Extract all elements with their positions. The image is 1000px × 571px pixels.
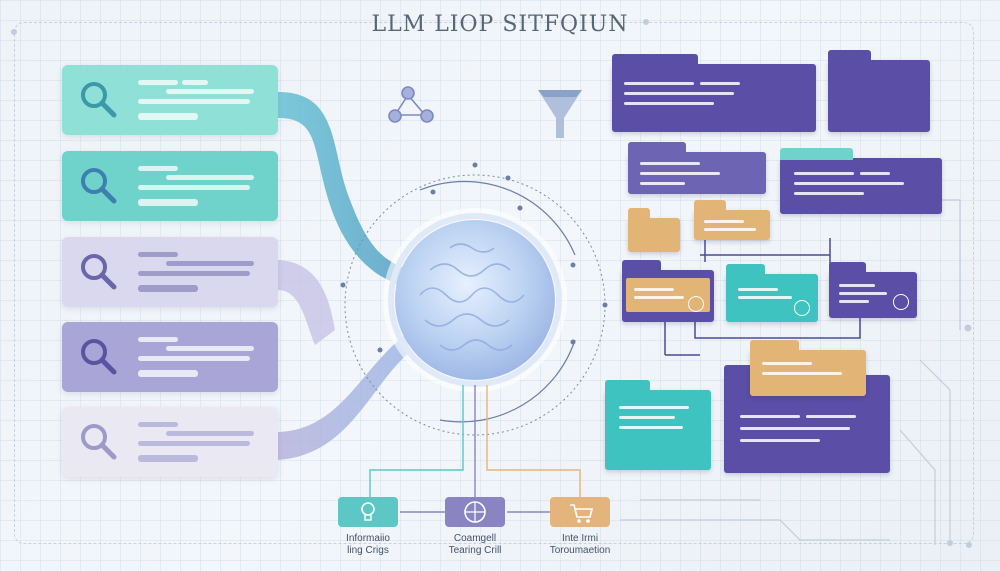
folder-icon <box>612 54 816 132</box>
circuit-traces <box>620 199 961 545</box>
search-icon <box>81 82 117 118</box>
folder-icon <box>622 260 714 322</box>
clock-icon <box>794 300 810 316</box>
search-icon <box>81 424 117 460</box>
node-label-line2: Tearing Crill <box>448 545 502 556</box>
folder-icon <box>694 200 770 240</box>
node-label-line1: Informaiio <box>346 533 390 544</box>
bottom-connectors <box>369 385 581 513</box>
folder-icon <box>828 50 930 132</box>
diagram-title: LLM LIOP SITFQIUN <box>371 12 629 37</box>
node-training <box>445 497 505 527</box>
folder-icon <box>726 264 818 322</box>
search-icon <box>81 339 117 375</box>
node-transformation <box>550 497 610 527</box>
node-label-line2: Toroumaetion <box>549 545 611 556</box>
cart-icon <box>570 504 594 523</box>
folder-icon <box>829 262 917 318</box>
lightbulb-icon <box>361 502 375 521</box>
search-icon <box>81 168 117 204</box>
clock-icon <box>893 294 909 310</box>
brain-pattern <box>419 243 525 351</box>
search-card <box>62 237 278 307</box>
flow-ribbon-bottom <box>278 335 410 460</box>
brain-icon <box>395 220 555 380</box>
search-card <box>62 407 278 477</box>
flow-ribbon-mid <box>278 260 335 345</box>
diagram-frame <box>14 22 974 544</box>
folder-icon <box>780 148 942 214</box>
search-card <box>62 151 278 221</box>
node-information <box>338 497 398 527</box>
clock-icon <box>688 296 704 312</box>
node-label-line1: Coamgell <box>453 533 497 544</box>
target-icon <box>464 501 486 523</box>
share-icon <box>388 86 434 123</box>
funnel-icon <box>538 90 582 138</box>
search-card <box>62 322 278 392</box>
node-label-line1: Inte Irmi <box>561 533 599 544</box>
search-card <box>62 65 278 135</box>
folder-icon <box>628 208 680 252</box>
folder-icon <box>628 142 766 194</box>
folder-icon <box>605 380 711 470</box>
core-ring <box>388 213 562 387</box>
folder-icon <box>750 340 866 396</box>
node-label-line2: ling Crigs <box>347 545 389 556</box>
orbit-dots <box>340 162 608 353</box>
flow-ribbon-top <box>278 92 405 285</box>
search-icon <box>81 254 117 290</box>
